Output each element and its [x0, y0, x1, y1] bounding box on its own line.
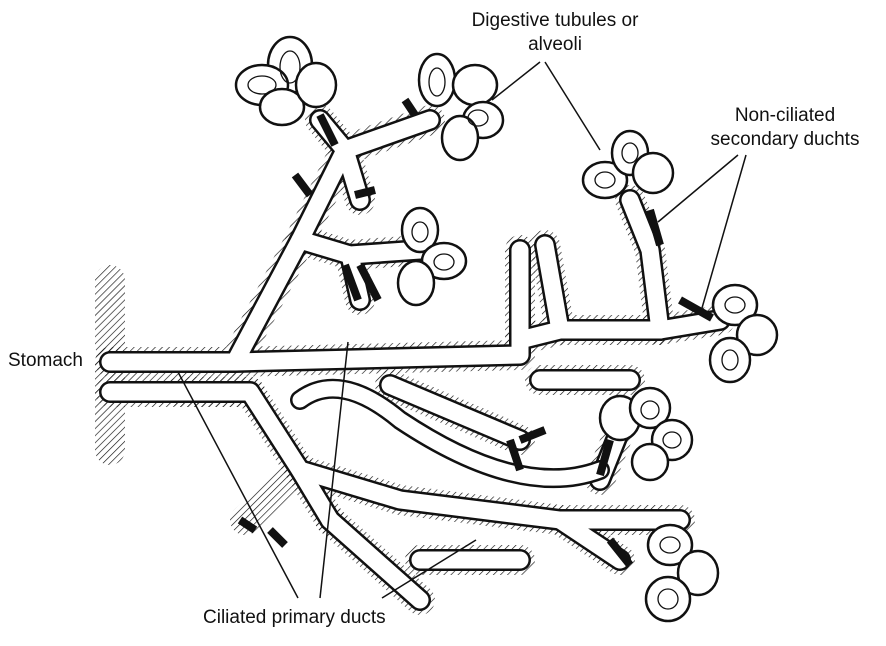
label-digestive-tubules-line2: alveoli: [440, 34, 670, 56]
alveolus-cluster: [646, 525, 718, 621]
label-ciliated-primary-ducts: Ciliated primary ducts: [203, 607, 386, 629]
label-non-ciliated-line2: secondary duchts: [690, 129, 880, 151]
label-non-ciliated-line1: Non-ciliated: [690, 105, 880, 127]
duct-lumen: [110, 120, 720, 600]
label-stomach: Stomach: [8, 350, 83, 372]
duct-network: [110, 120, 720, 600]
label-digestive-tubules-line1: Digestive tubules or: [440, 10, 670, 32]
